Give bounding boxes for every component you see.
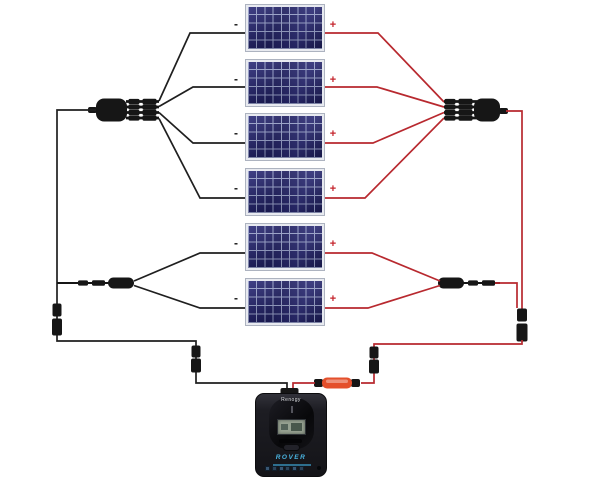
panel-positive-label: + [329,183,337,195]
panel-cells [248,62,322,104]
solar-panel-4 [245,168,325,216]
negative-wiring [52,32,288,397]
positive-wire-panel-5 [325,252,441,282]
port-square [265,466,270,471]
negative-main-wire [56,109,288,397]
panel-cells [248,116,322,158]
negative-wire-panel-5 [133,252,245,282]
lcd-display [277,419,306,435]
controller-screw [316,466,321,470]
negative-wire-panel-2 [158,86,245,108]
panel-positive-label: + [329,238,337,250]
solar-panel-1 [245,4,325,52]
controller-indicator [291,406,293,413]
controller-model-subtext-line [273,464,311,466]
controller-button [283,444,300,451]
panel-cells [248,281,322,323]
mc4-coupler-negative-mid [191,345,201,373]
controller-ports [265,466,304,471]
panel-negative-label: - [234,17,238,31]
branch-connector-4in-positive [444,98,508,122]
inline-fuse [314,377,360,389]
port-square [278,466,284,471]
port-square [292,466,298,471]
lcd-segment [281,424,288,430]
positive-wire-panel-1 [325,32,445,103]
panel-cells [248,226,322,268]
panel-cells [248,171,322,213]
panel-negative-label: - [234,126,238,140]
charge-controller: Renogy ROVER [255,393,327,477]
solar-panel-3 [245,113,325,161]
solar-panel-6 [245,278,325,326]
mc4-coupler-negative-vertical [52,303,62,336]
panel-positive-label: + [329,19,337,31]
solar-panel-2 [245,59,325,107]
panel-positive-label: + [329,293,337,305]
panel-negative-label: - [234,72,238,86]
controller-model: ROVER [275,454,307,461]
panel-negative-label: - [234,181,238,195]
solar-panel-5 [245,223,325,271]
positive-wire-panel-4 [325,117,445,199]
panel-cells [248,7,322,49]
mc4-coupler-positive-mid [369,346,379,374]
panel-positive-label: + [329,128,337,140]
lcd-segment [291,423,302,431]
port-square [285,466,291,471]
negative-wire-panel-3 [158,111,245,144]
panel-positive-label: + [329,74,337,86]
negative-wire-panel-6 [133,284,245,309]
port-square [298,466,304,471]
branch-connector-2in-negative [57,277,134,289]
negative-wire-panel-1 [158,32,245,102]
panel-negative-label: - [234,291,238,305]
positive-wiring [292,32,528,397]
positive-wire-panel-2 [325,86,445,108]
panel-negative-label: - [234,236,238,250]
controller-brand: Renogy [281,397,301,403]
positive-main-wire-top [506,110,523,310]
negative-wire-panel-4 [158,118,245,199]
positive-main-wire-mid [361,340,523,384]
branch-connector-4in-negative [88,98,159,122]
controller-vent-slot [279,439,302,443]
positive-wire-panel-6 [325,284,441,309]
positive-wire-panel-3 [325,111,445,144]
fuse-body [322,377,352,389]
branch-connector-2in-positive [438,277,500,289]
positive-branch-link [495,282,518,308]
mc4-coupler-positive-vertical [516,308,528,342]
port-square [271,466,277,471]
